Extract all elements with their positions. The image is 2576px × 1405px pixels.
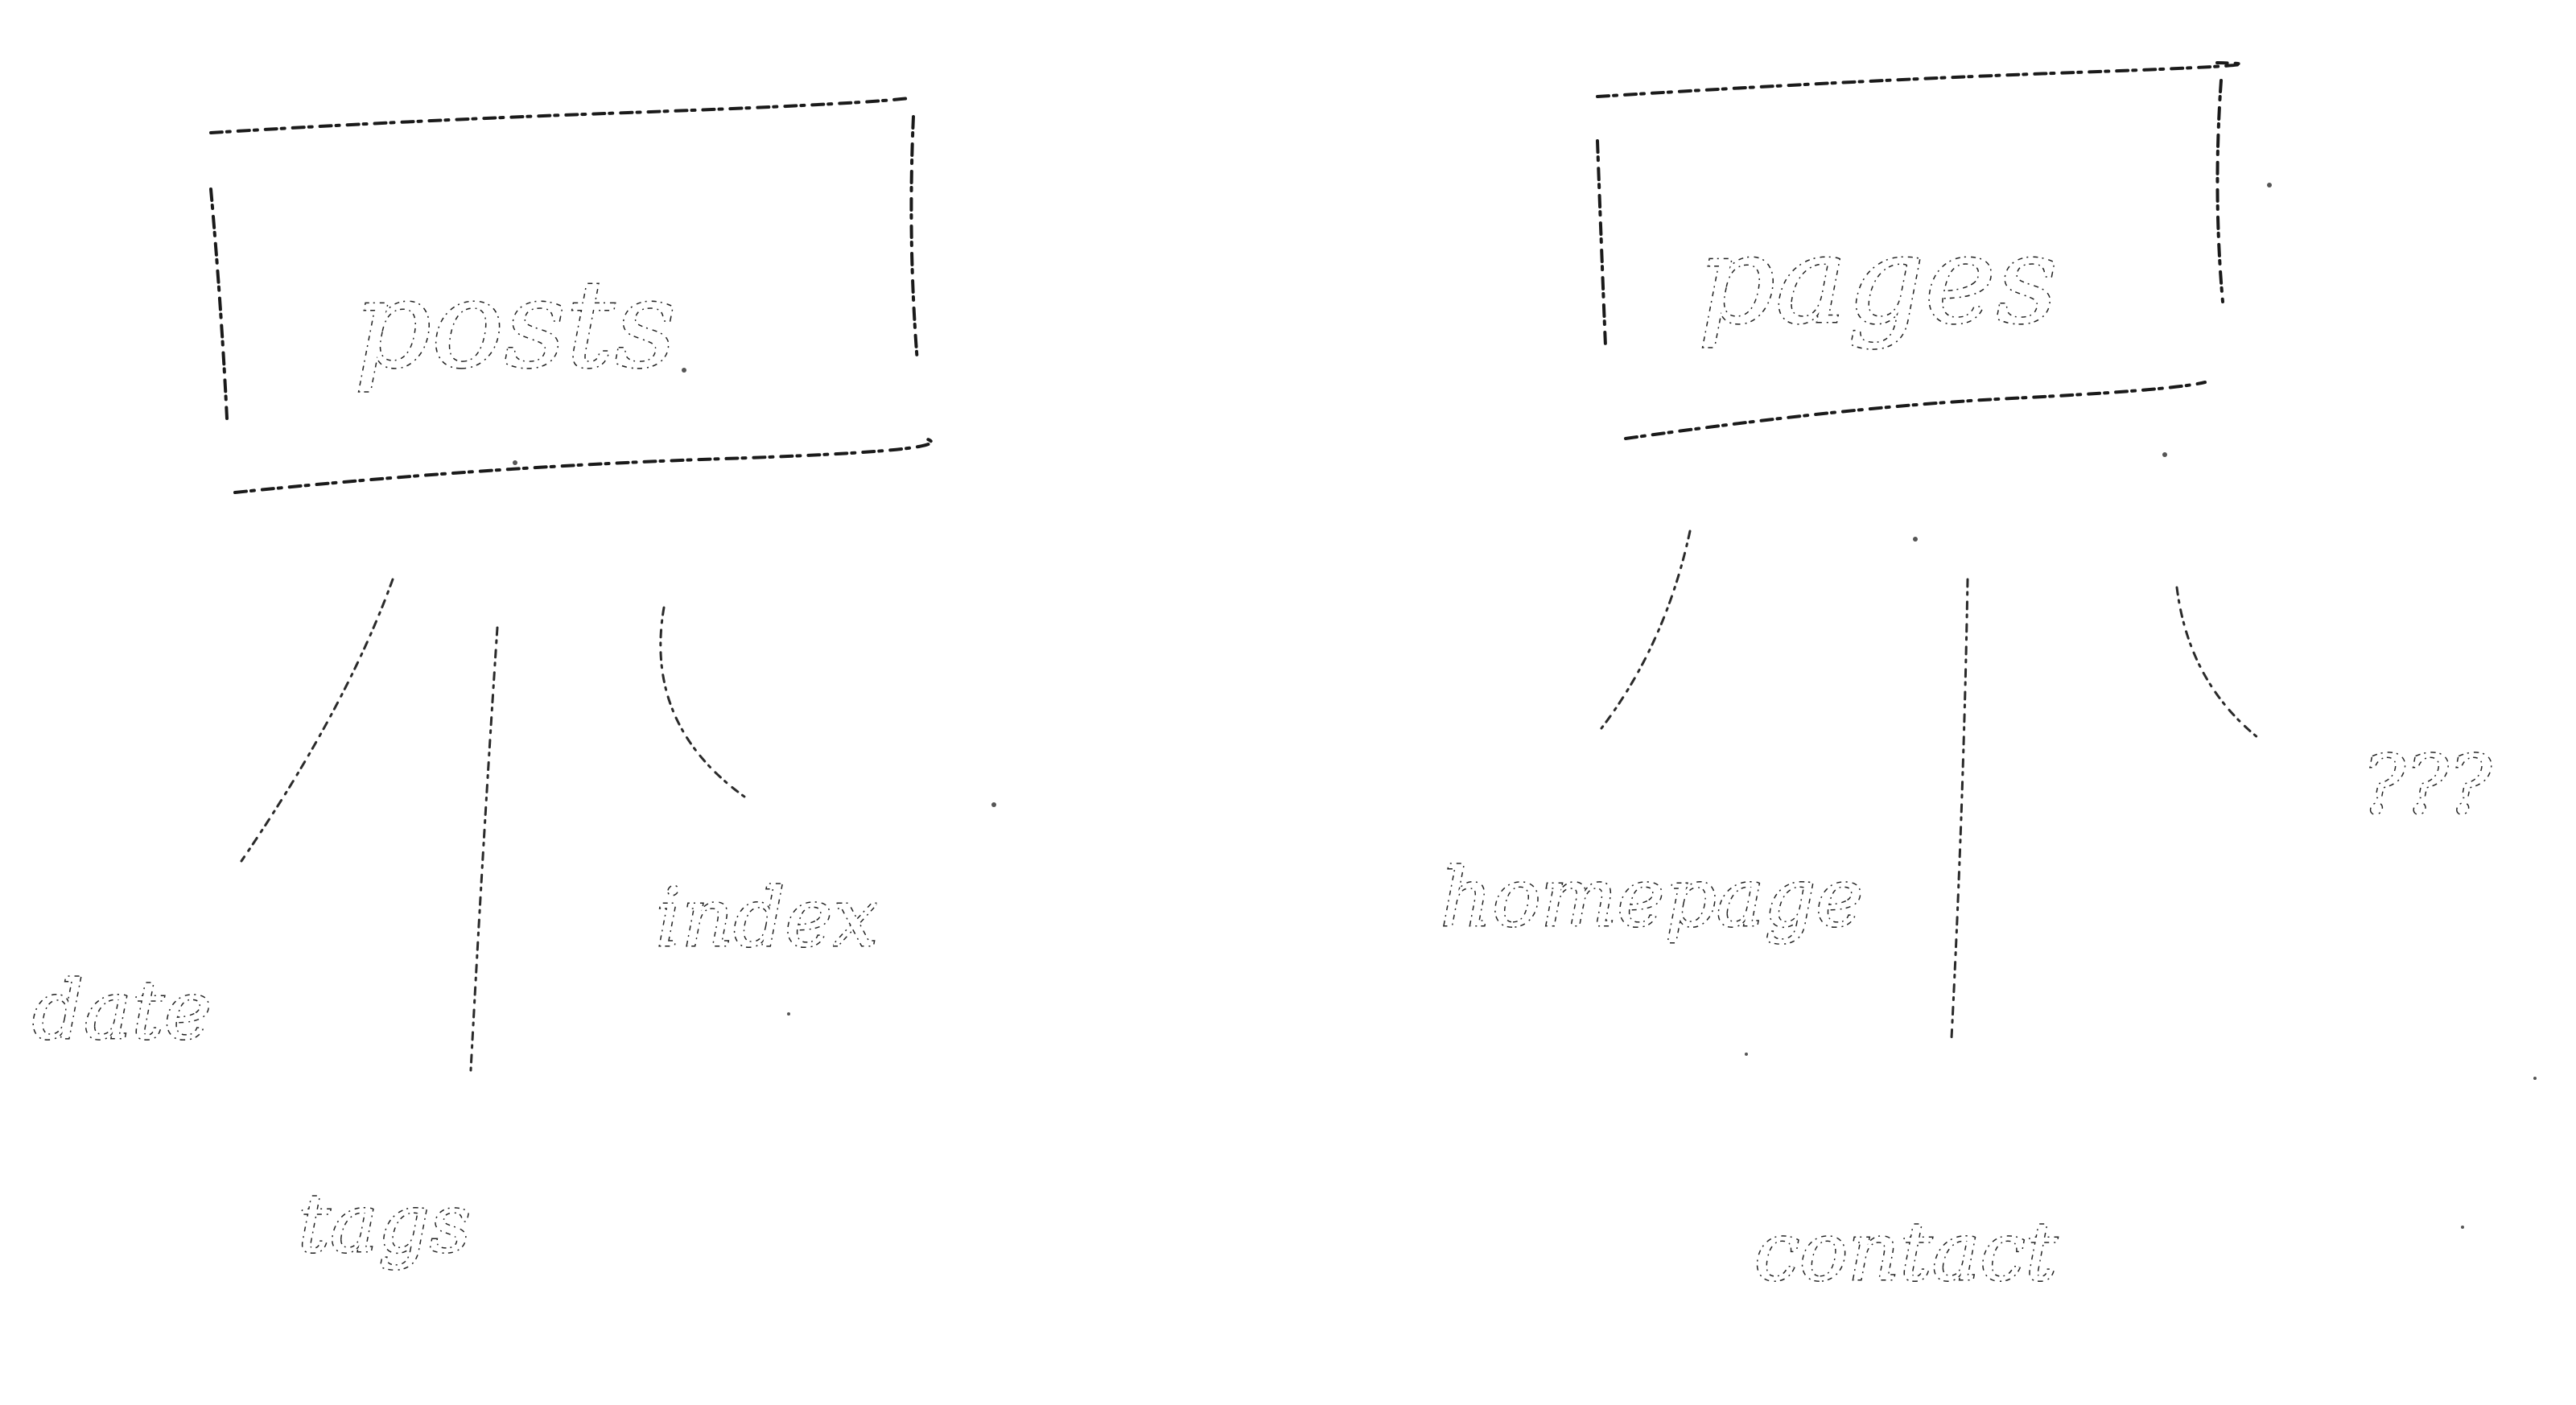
speck [787, 1012, 790, 1016]
posts-branch-index [659, 606, 746, 798]
pages-title: pages [1698, 211, 2058, 351]
posts-box-left [209, 187, 229, 420]
posts-branch-date [240, 578, 394, 863]
posts-leaf-tags: tags [298, 1176, 471, 1271]
posts-leaf-index: index [656, 871, 878, 965]
posts-branch-tags [469, 626, 499, 1072]
node-posts: posts date tags index [31, 97, 933, 1272]
speck [1745, 1053, 1748, 1056]
posts-title: posts [354, 255, 677, 395]
posts-leaf-date: date [32, 963, 212, 1057]
pages-branch-unknown [2175, 586, 2263, 742]
speck [2461, 1226, 2464, 1229]
speck [2162, 452, 2167, 457]
posts-box-bottom [233, 437, 933, 494]
pages-box-top [1596, 61, 2242, 98]
speck [2533, 1077, 2537, 1080]
speck [1913, 537, 1918, 542]
posts-box-right [909, 115, 919, 364]
pages-box-right [2215, 79, 2224, 303]
pages-leaf-unknown: ??? [2362, 738, 2492, 832]
marker-specks [513, 183, 2537, 1229]
speck [2267, 183, 2272, 187]
speck [682, 368, 686, 373]
pages-leaf-contact: contact [1754, 1205, 2058, 1299]
pages-leaf-homepage: homepage [1440, 851, 1863, 945]
speck [513, 460, 517, 465]
posts-box-top [209, 97, 911, 134]
speck [991, 802, 996, 807]
pages-branch-homepage [1600, 529, 1692, 730]
pages-branch-contact [1950, 578, 1969, 1040]
pages-box-bottom [1624, 381, 2207, 440]
pages-box-left [1596, 139, 1607, 348]
node-pages: pages homepage contact ??? [1440, 61, 2494, 1300]
